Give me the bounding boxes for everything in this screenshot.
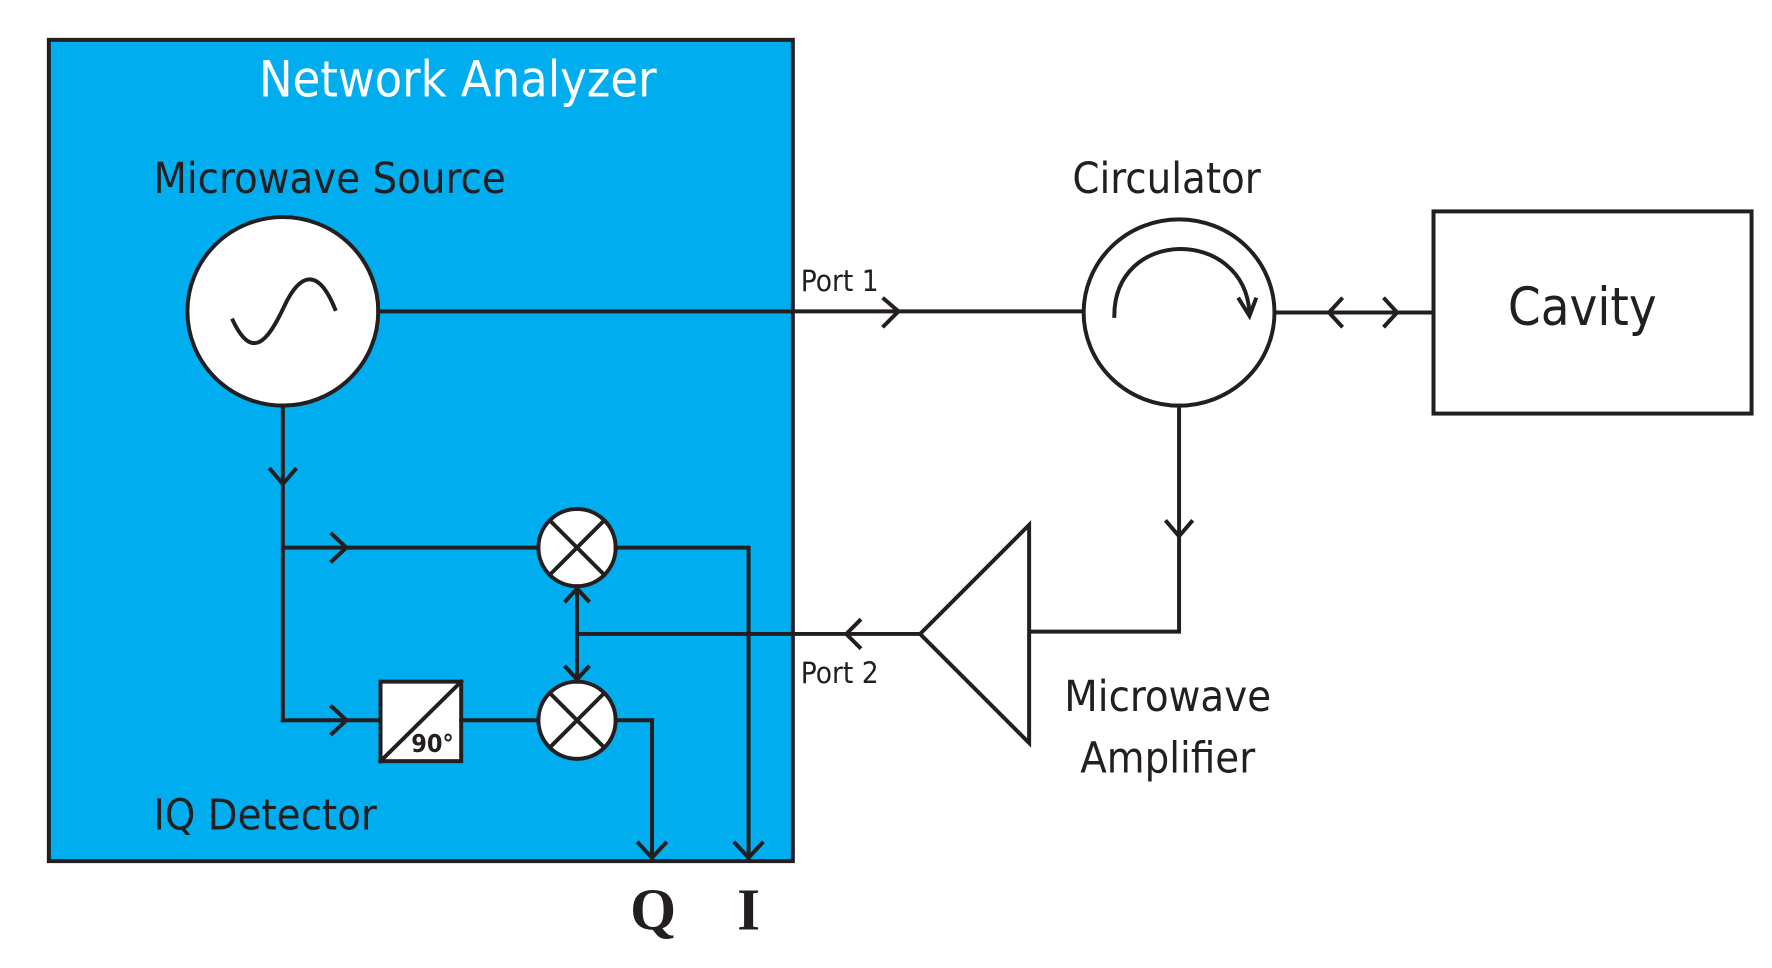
arrow-right-icon [1382,296,1400,329]
cavity-box [1431,209,1754,416]
circular-arrow-icon [1236,296,1259,321]
arrow-left-icon [1326,296,1345,329]
iq-detector-label: IQ Detector [153,790,377,840]
amplifier-icon [917,520,1032,748]
circulator-icon [1081,217,1277,408]
mixer-q-icon [536,679,618,761]
q-output-line [613,718,654,860]
i-output-line [613,545,751,860]
network-analyzer-title: Network Analyzer [259,51,657,109]
return-line [1027,403,1182,634]
arrow-right-icon [329,531,350,564]
amplifier-label-line1: Microwave [1064,672,1271,722]
arrow-down-icon [1163,519,1195,540]
sine-wave-oscillator-icon [185,215,381,408]
i-output-label: I [737,876,760,942]
phase-shifter-90: 90° [377,678,464,764]
cavity-label: Cavity [1508,278,1657,338]
arrow-down-icon [635,840,669,861]
arrow-right-icon [881,296,902,329]
arrow-down-icon [563,664,591,683]
q-output-label: Q [630,876,676,942]
arrow-down-icon [732,840,765,861]
port1-label: Port 1 [801,264,879,298]
circulator-label: Circulator [1072,154,1260,204]
arrow-down-icon [267,466,298,488]
phase-shift-label: 90° [411,729,453,758]
arrow-right-icon [329,704,350,737]
arrow-left-icon [843,617,863,651]
arrow-up-icon [563,585,591,604]
mixer-i-icon [536,507,618,589]
microwave-source-label: Microwave Source [153,154,505,204]
amplifier-label-line2: Amplifier [1080,734,1255,784]
port2-label: Port 2 [801,656,879,690]
